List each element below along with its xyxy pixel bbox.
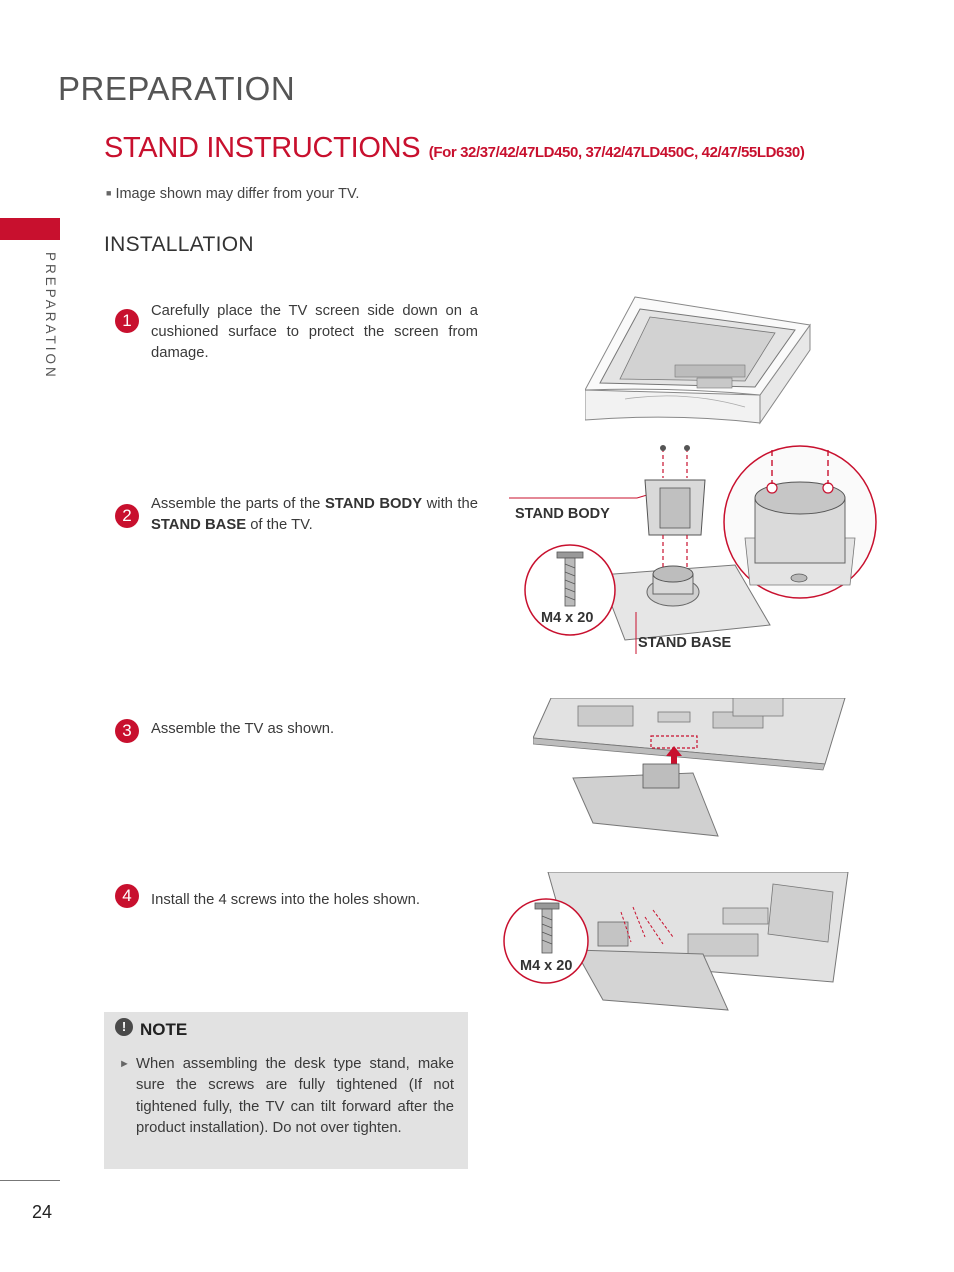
step-4-text: Install the 4 screws into the holes show…	[151, 892, 420, 908]
step-2-text: Assemble the parts of the STAND BODY wit…	[151, 494, 478, 536]
stand-assembly-illustration	[509, 445, 877, 654]
step-2-text-part: with the	[422, 496, 478, 512]
step-3-text: Assemble the TV as shown.	[151, 721, 335, 737]
image-disclaimer: ■Image shown may differ from your TV.	[106, 186, 359, 202]
step-2-stand-body-term: STAND BODY	[324, 496, 423, 512]
step-2-text-part: of the TV.	[246, 517, 313, 533]
footer-divider	[0, 1180, 60, 1181]
tv-face-down-illustration	[585, 296, 811, 425]
image-disclaimer-text: Image shown may differ from your TV.	[115, 186, 360, 202]
section-title: STAND INSTRUCTIONS (For 32/37/42/47LD450…	[104, 132, 805, 165]
installation-heading: INSTALLATION	[104, 233, 254, 256]
step-4-number: 4	[115, 884, 139, 908]
install-screws-illustration	[503, 872, 849, 1011]
page-number: 24	[32, 1202, 53, 1222]
step-2-number: 2	[115, 504, 139, 528]
screw-size-label: M4 x 20	[541, 610, 594, 626]
section-title-models: (For 32/37/42/47LD450, 37/42/47LD450C, 4…	[428, 144, 805, 161]
stand-body-label: STAND BODY	[515, 506, 610, 522]
bullet-square-icon: ■	[106, 188, 112, 198]
side-tab-label: PREPARATION	[43, 252, 58, 380]
screw-size-label: M4 x 20	[520, 958, 573, 974]
section-title-main: STAND INSTRUCTIONS	[104, 132, 421, 164]
step-2-text-part: Assemble the parts of the	[151, 496, 325, 512]
side-tab-marker	[0, 218, 60, 240]
step-2-stand-base-term: STAND BASE	[151, 517, 247, 533]
stand-base-label: STAND BASE	[638, 635, 732, 651]
note-text: When assembling the desk type stand, mak…	[136, 1056, 454, 1136]
attach-tv-illustration	[533, 698, 846, 837]
note-title: NOTE	[140, 1020, 188, 1039]
bullet-arrow-icon: ►	[119, 1058, 130, 1070]
page-header: PREPARATION	[58, 70, 296, 107]
step-1-text: Carefully place the TV screen side down …	[151, 303, 478, 361]
exclamation-icon: !	[115, 1018, 133, 1036]
step-1-number: 1	[115, 309, 139, 333]
note-box	[104, 1012, 468, 1169]
step-3-number: 3	[115, 719, 139, 743]
